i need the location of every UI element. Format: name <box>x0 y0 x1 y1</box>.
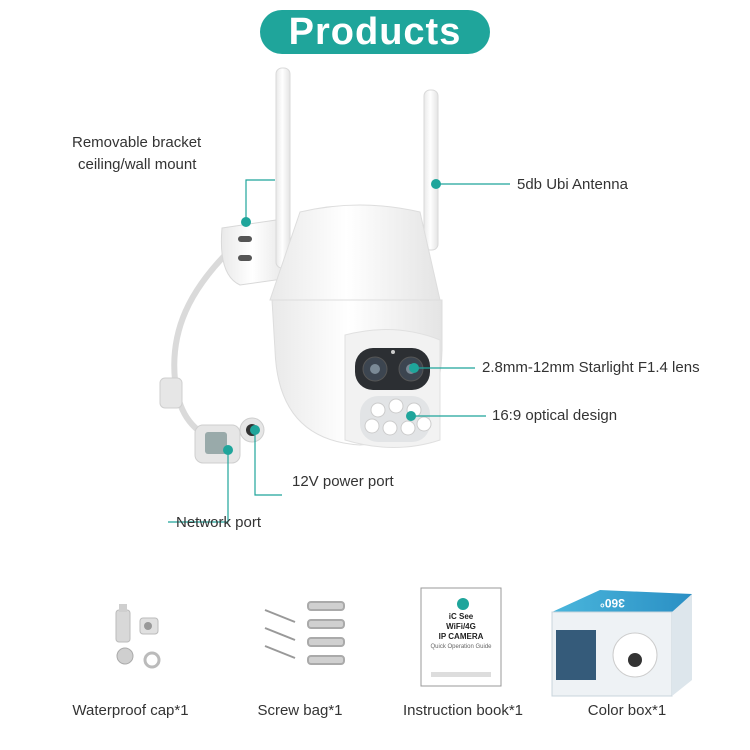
cable <box>171 247 233 443</box>
screw-bag-image <box>264 601 345 665</box>
booklet-line1: WiFi/4G <box>446 622 476 631</box>
booklet-line2: IP CAMERA <box>438 632 484 641</box>
instruction-book-image <box>420 587 502 687</box>
page-title: Products <box>260 10 490 54</box>
waterproof-cap-image <box>115 604 161 669</box>
bracket-callout-line1: Removable bracket <box>72 134 202 151</box>
power-port-callout: 12V power port <box>292 473 394 490</box>
callout-dots <box>223 179 441 455</box>
antenna-right <box>423 89 439 251</box>
accessory-label-waterproof-cap: Waterproof cap*1 <box>72 702 189 719</box>
cable-joint <box>159 377 183 409</box>
antenna-left <box>275 67 291 269</box>
box-badge: 360° <box>600 596 625 610</box>
antenna-callout: 5db Ubi Antenna <box>517 176 628 193</box>
bracket-callout-line2: ceiling/wall mount <box>78 156 197 173</box>
camera-top-housing <box>269 204 441 301</box>
accessory-label-screw-bag: Screw bag*1 <box>257 702 343 719</box>
color-box-image <box>551 590 692 697</box>
network-port-callout: Network port <box>176 514 262 531</box>
network-connector <box>194 417 265 464</box>
accessory-label-color-box: Color box*1 <box>587 702 667 719</box>
optical-callout: 16:9 optical design <box>492 407 618 424</box>
accessory-label-instruction-book: Instruction book*1 <box>402 702 524 719</box>
booklet-cover-text: iC See WiFi/4G IP CAMERA Quick Operation… <box>421 612 501 652</box>
booklet-line3: Quick Operation Guide <box>430 644 492 650</box>
led-array <box>360 396 432 442</box>
booklet-brand: iC See <box>448 612 474 621</box>
wall-bracket <box>220 217 291 286</box>
lens-callout: 2.8mm-12mm Starlight F1.4 lens <box>482 359 700 376</box>
callout-leaders <box>168 179 510 523</box>
